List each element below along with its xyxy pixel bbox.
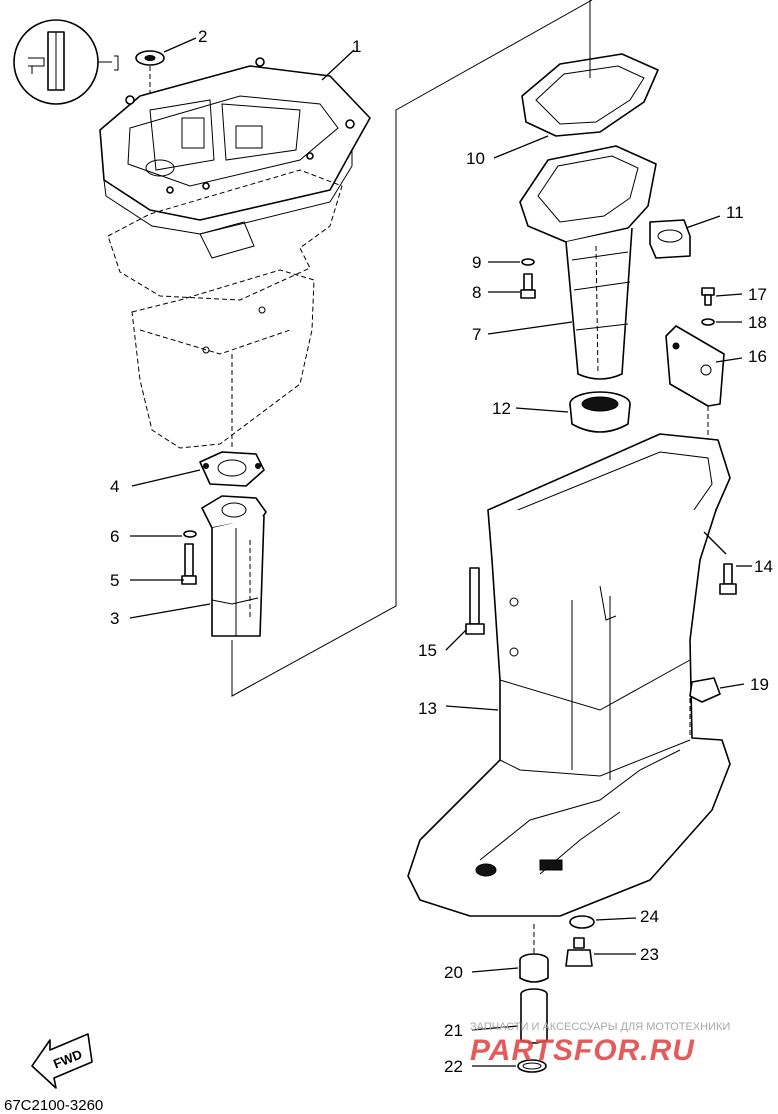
part-21-sleeve — [520, 988, 548, 1044]
callout-labels: 2 1 4 6 5 3 10 11 9 8 7 12 17 18 16 14 1… — [110, 27, 773, 1076]
part-12-ring — [569, 391, 631, 433]
callout-5: 5 — [110, 571, 119, 590]
callout-8: 8 — [472, 283, 481, 302]
part-24-washer — [569, 915, 595, 929]
part-10-gasket — [521, 0, 659, 137]
callout-23: 23 — [640, 945, 659, 964]
watermark: ЗАПЧАСТИ И АКСЕССУАРЫ ДЛЯ МОТОТЕХНИКИ PA… — [470, 1021, 730, 1067]
callout-3: 3 — [110, 609, 119, 628]
callout-18: 18 — [748, 313, 767, 332]
part-20-bushing — [519, 953, 549, 983]
upper-gasket — [107, 169, 343, 301]
part-16-plate — [665, 325, 725, 460]
part-7-muffler — [519, 145, 657, 380]
part-8-bolt — [520, 273, 536, 299]
callout-2: 2 — [198, 27, 207, 46]
part-17-bolt — [701, 287, 715, 306]
callout-11: 11 — [726, 203, 744, 222]
callout-24: 24 — [640, 907, 659, 926]
part-9-washer — [521, 258, 535, 266]
exploded-guide-line — [231, 0, 593, 697]
part-13-driveshaft-housing — [407, 433, 731, 917]
watermark-line1: ЗАПЧАСТИ И АКСЕССУАРЫ ДЛЯ МОТОТЕХНИКИ — [470, 1021, 730, 1033]
callout-6: 6 — [110, 527, 119, 546]
part-6-washer — [183, 530, 197, 538]
callout-20: 20 — [444, 963, 463, 982]
part-19-anode — [689, 677, 721, 738]
callout-22: 22 — [444, 1057, 463, 1076]
part-5-bolt — [181, 543, 197, 585]
part-23-plug — [565, 937, 593, 967]
diagram-code: 67C2100-3260 — [4, 1097, 103, 1114]
callout-7: 7 — [472, 325, 481, 344]
callout-12: 12 — [492, 399, 511, 418]
callout-10: 10 — [466, 149, 485, 168]
fwd-arrow: FWD — [31, 1033, 93, 1089]
watermark-line2: PARTSFOR.RU — [470, 1034, 695, 1067]
part-3-exhaust-pipe — [201, 495, 267, 637]
callout-13: 13 — [418, 699, 437, 718]
callout-15: 15 — [418, 641, 437, 660]
part-18-washer — [701, 318, 715, 326]
callout-9: 9 — [472, 253, 481, 272]
callout-19: 19 — [750, 675, 769, 694]
callout-1: 1 — [352, 37, 361, 56]
part-1-upper-casing — [99, 57, 371, 235]
part-14-bolt — [719, 563, 737, 595]
part-15-bolt — [465, 567, 485, 635]
part-22-oring — [517, 1059, 547, 1073]
part-4-gasket — [199, 451, 265, 487]
oil-pan — [131, 269, 315, 450]
detail-circle — [13, 19, 119, 105]
part-11-seal — [649, 219, 691, 259]
callout-14: 14 — [754, 557, 773, 576]
callout-4: 4 — [110, 477, 119, 496]
callout-17: 17 — [748, 285, 767, 304]
callout-16: 16 — [748, 347, 767, 366]
callout-21: 21 — [444, 1021, 463, 1040]
leader-lines — [129, 37, 752, 1067]
